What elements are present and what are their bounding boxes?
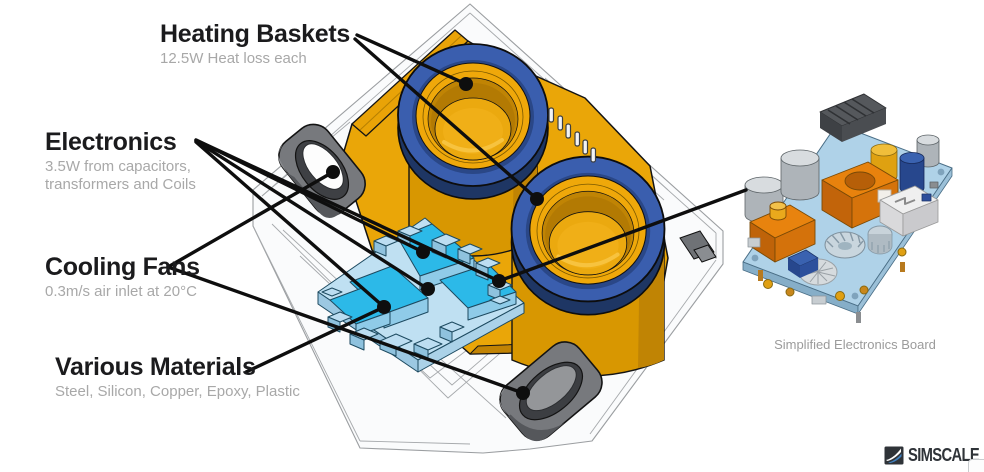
- annotation-leader-lines: [166, 33, 748, 395]
- annotation-subtitle: Steel, Silicon, Copper, Epoxy, Plastic: [55, 383, 300, 401]
- annotation-title: Electronics: [45, 128, 177, 156]
- pcb-small-parts: [747, 181, 939, 305]
- pcb-heatsink: [819, 93, 887, 142]
- annotation-subtitle: 12.5W Heat loss each: [160, 50, 307, 68]
- simscale-wordmark: SIMSCALE: [908, 445, 980, 465]
- simscale-logo-icon: [884, 446, 904, 465]
- cooling-fan-bottom: [499, 341, 603, 442]
- annotation-dots: [326, 77, 544, 400]
- heating-basket-2: [510, 155, 666, 316]
- annotation-various-materials: Various Materials Steel, Silicon, Copper…: [55, 354, 300, 401]
- pcb-caption: Simplified Electronics Board: [774, 337, 936, 352]
- annotation-title: Various Materials: [55, 353, 256, 381]
- pcb-white-box: [879, 185, 939, 237]
- simscale-logo: SIMSCALE: [884, 445, 984, 466]
- annotation-title: Cooling Fans: [45, 253, 200, 281]
- corner-ui-artifact: [968, 459, 984, 472]
- annotation-subtitle: 0.3m/s air inlet at 20°C: [45, 283, 197, 301]
- side-connector: [679, 230, 717, 263]
- annotation-electronics: Electronics 3.5W from capacitors, transf…: [45, 129, 207, 194]
- annotation-cooling-fans: Cooling Fans 0.3m/s air inlet at 20°C: [45, 254, 200, 301]
- annotation-heating-baskets: Heating Baskets 12.5W Heat loss each: [160, 21, 350, 68]
- pcb-image: [742, 93, 953, 323]
- annotation-title: Heating Baskets: [160, 20, 351, 48]
- annotation-subtitle: 3.5W from capacitors, transformers and C…: [45, 158, 196, 193]
- vent-louvers: [548, 107, 597, 163]
- heating-basket-1: [397, 43, 549, 200]
